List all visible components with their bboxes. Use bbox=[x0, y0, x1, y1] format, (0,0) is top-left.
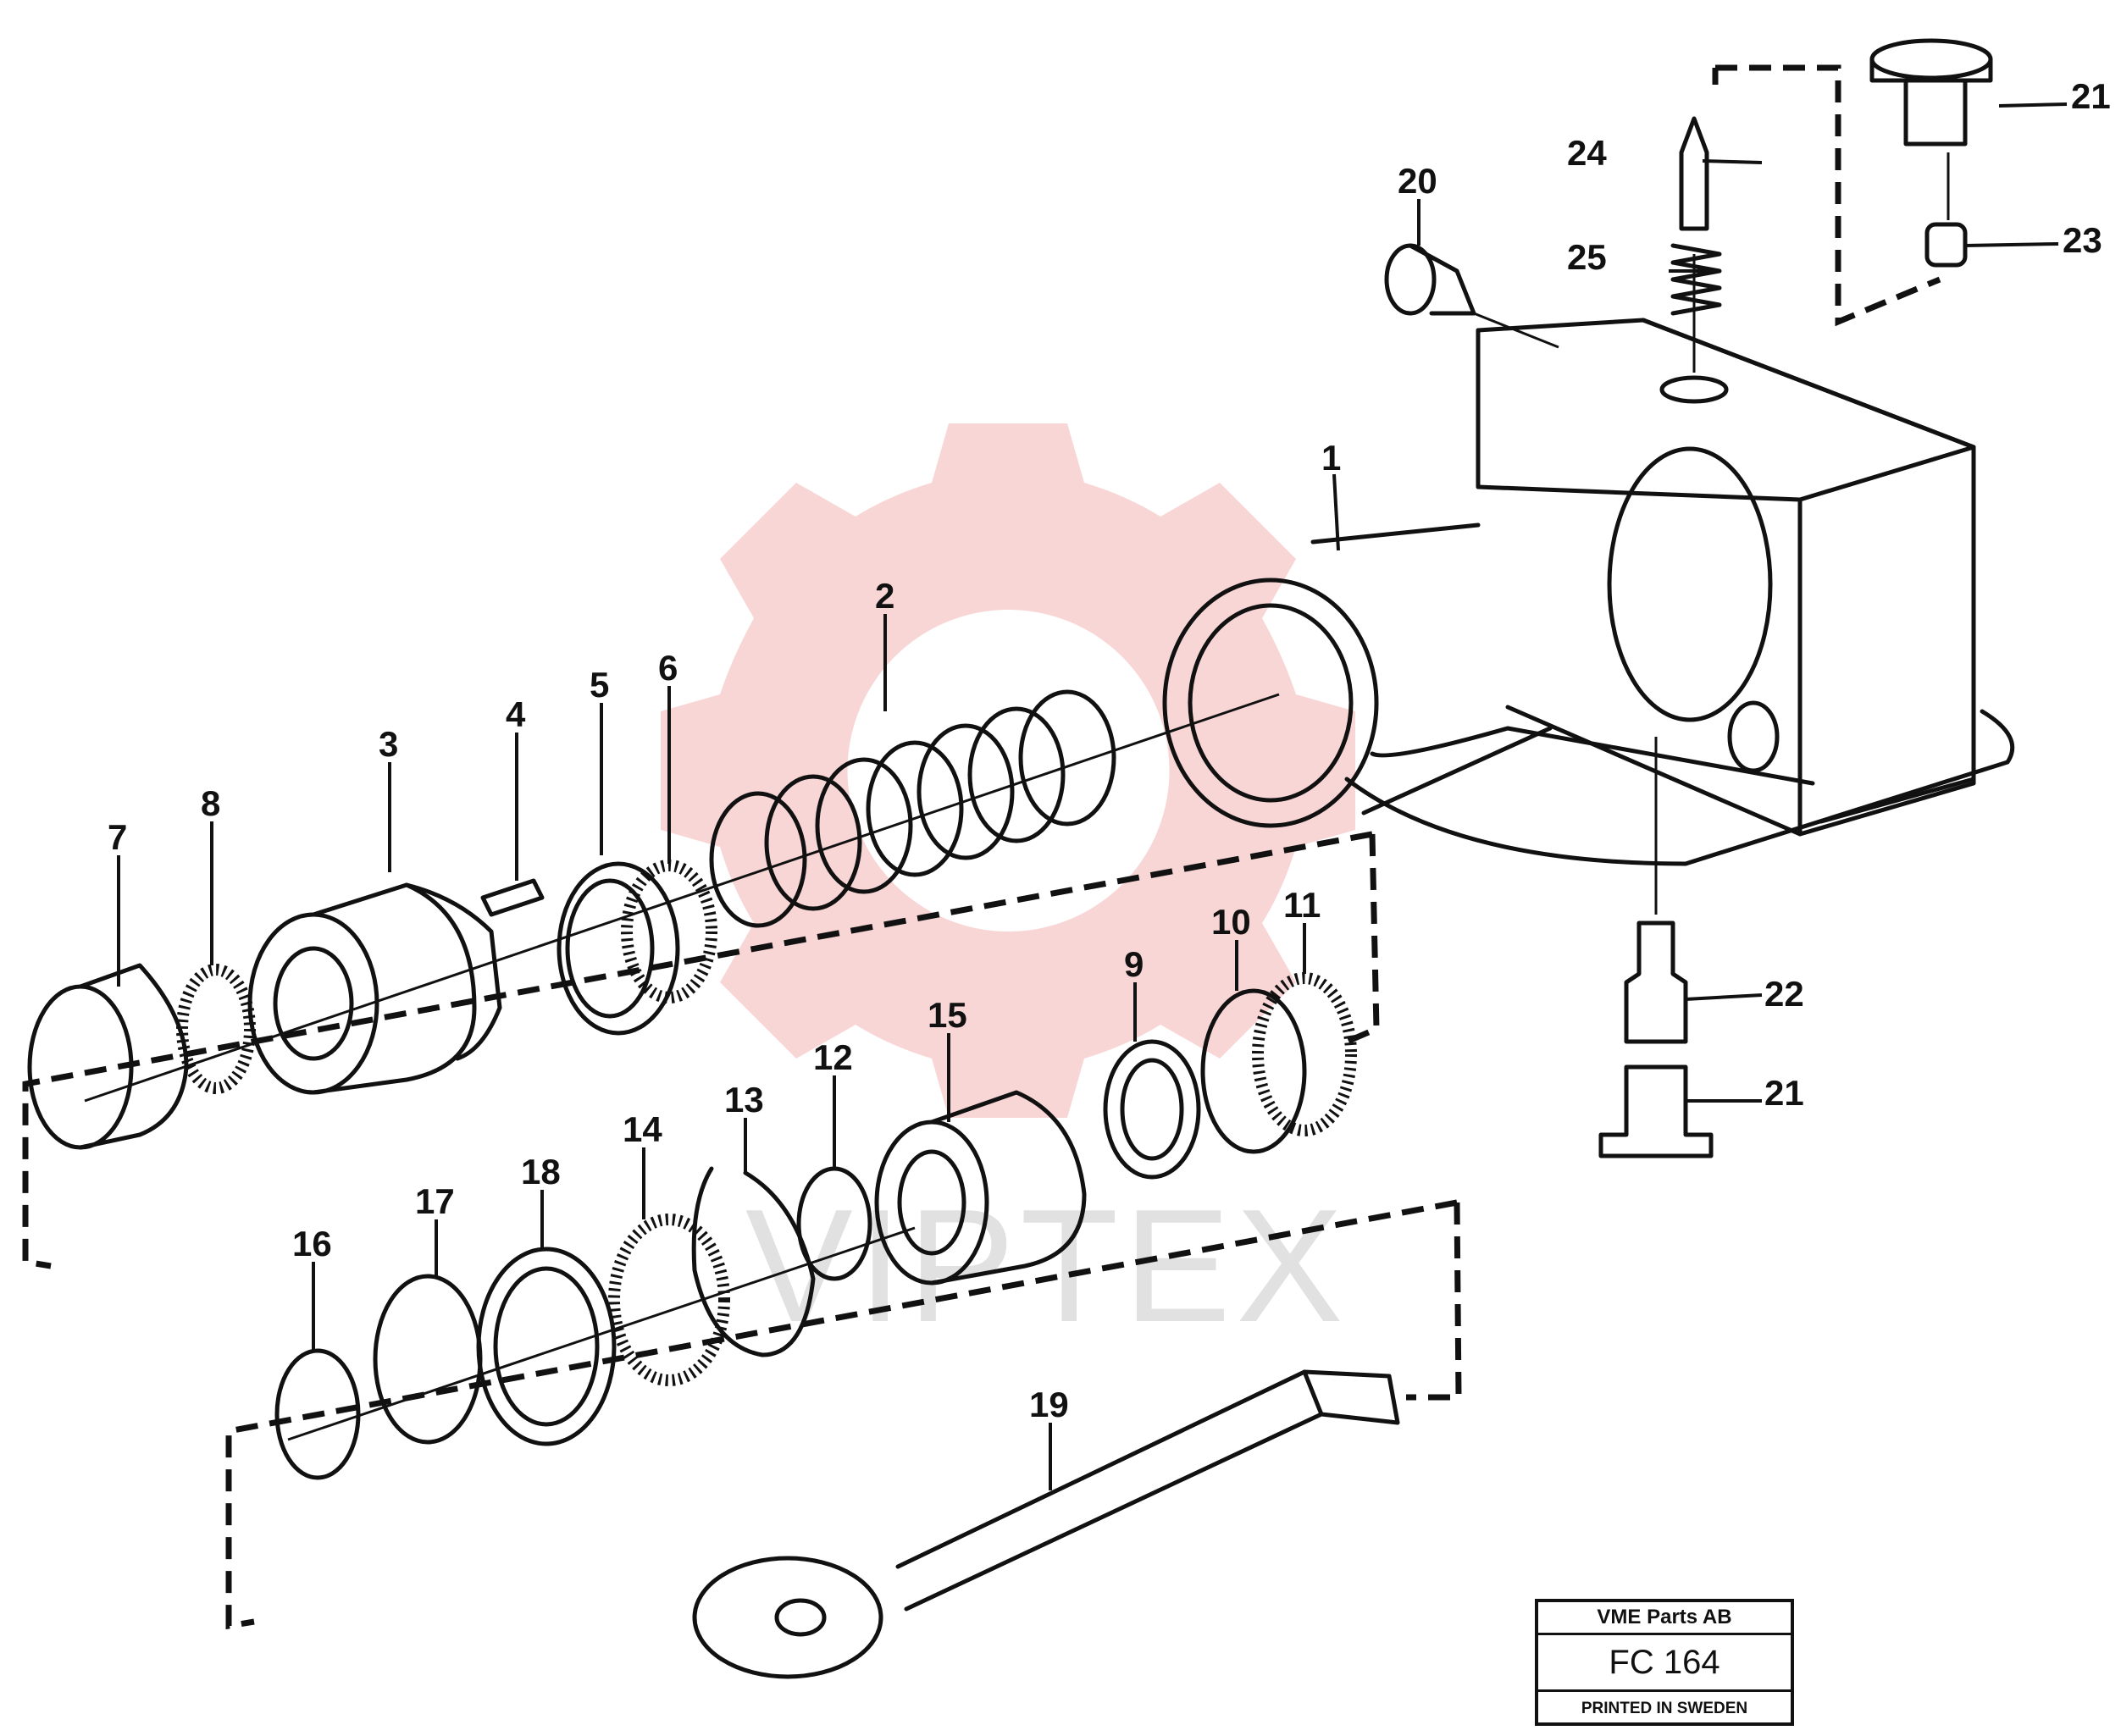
callout-1: 1 bbox=[1321, 438, 1341, 478]
part-22-valve bbox=[1624, 921, 1688, 1044]
part-2-spring bbox=[709, 689, 1116, 928]
part-16-wiper bbox=[274, 1348, 361, 1480]
part-18-washer bbox=[476, 1247, 617, 1446]
callout-13: 13 bbox=[724, 1080, 764, 1120]
callout-3: 3 bbox=[379, 724, 398, 764]
callout-25: 25 bbox=[1567, 237, 1607, 277]
part-5-ring-inner bbox=[565, 878, 655, 1019]
title-block-printed: PRINTED IN SWEDEN bbox=[1581, 1700, 1748, 1717]
callout-12: 12 bbox=[813, 1037, 853, 1077]
callout-20: 20 bbox=[1398, 161, 1437, 201]
part-5-ring bbox=[557, 861, 680, 1036]
part-14-seal bbox=[608, 1214, 730, 1386]
callout-22: 22 bbox=[1764, 974, 1804, 1014]
callout-6: 6 bbox=[658, 648, 678, 688]
watermark-text: VIPTEX bbox=[745, 1176, 1348, 1356]
callout-24: 24 bbox=[1567, 133, 1607, 173]
title-block: VME Parts AB FC 164 PRINTED IN SWEDEN bbox=[1535, 1599, 1794, 1726]
group-boundary-upper bbox=[22, 831, 1380, 1269]
part-1-cylinder-housing bbox=[1162, 318, 2015, 866]
callout-21-lower: 21 bbox=[1764, 1073, 1804, 1113]
part-23-spring bbox=[1924, 222, 1968, 268]
callout-9: 9 bbox=[1124, 944, 1144, 984]
callout-4: 4 bbox=[506, 694, 526, 734]
part-24-poppet bbox=[1679, 116, 1709, 231]
part-11-seal bbox=[1252, 972, 1357, 1136]
leader-lines bbox=[117, 102, 2068, 1490]
part-17-circlip bbox=[373, 1274, 483, 1445]
callout-2: 2 bbox=[875, 576, 894, 616]
callout-5: 5 bbox=[590, 665, 609, 705]
assembly-axis-line bbox=[84, 693, 1280, 1103]
title-block-company: VME Parts AB bbox=[1538, 1602, 1791, 1635]
callout-8: 8 bbox=[201, 783, 220, 823]
callout-21-upper: 21 bbox=[2071, 76, 2111, 116]
part-6-seal bbox=[621, 860, 717, 1003]
part-3-piston bbox=[247, 882, 502, 1095]
watermark-gear-logo bbox=[661, 423, 1355, 1118]
part-21-plug-lower bbox=[1598, 1064, 1714, 1158]
callout-16: 16 bbox=[292, 1224, 332, 1263]
part-8-seal bbox=[176, 964, 256, 1094]
callout-17: 17 bbox=[415, 1181, 455, 1221]
callout-15: 15 bbox=[928, 995, 967, 1035]
part-9-bushing-inner bbox=[1120, 1058, 1184, 1161]
plug-20-axis-line bbox=[1473, 312, 1559, 349]
part-20-plug bbox=[1384, 243, 1476, 316]
callout-11: 11 bbox=[1283, 885, 1321, 925]
part-10-ring bbox=[1200, 988, 1307, 1154]
part-4-pin bbox=[480, 878, 545, 917]
part-21-plug-upper bbox=[1869, 38, 1993, 147]
callout-labels: 1 2 3 4 5 6 7 8 9 10 11 12 13 14 15 16 1… bbox=[108, 76, 2111, 1424]
part-25-spring bbox=[1670, 243, 1722, 316]
part-7-sleeve bbox=[27, 963, 189, 1150]
part-18-washer-inner bbox=[493, 1266, 600, 1427]
title-block-figure-code: FC 164 bbox=[1538, 1635, 1791, 1692]
callout-7: 7 bbox=[108, 817, 127, 857]
part-19-piston-rod bbox=[692, 1369, 1400, 1679]
callout-14: 14 bbox=[623, 1109, 662, 1149]
callout-10: 10 bbox=[1211, 902, 1251, 942]
group-boundary-valve bbox=[1712, 64, 1941, 327]
group-boundary-lower bbox=[225, 1199, 1462, 1630]
callout-18: 18 bbox=[521, 1152, 561, 1191]
callout-19: 19 bbox=[1029, 1385, 1069, 1424]
callout-23: 23 bbox=[2063, 220, 2102, 260]
part-9-bushing bbox=[1103, 1039, 1201, 1180]
part-15-guide bbox=[874, 1090, 1087, 1285]
